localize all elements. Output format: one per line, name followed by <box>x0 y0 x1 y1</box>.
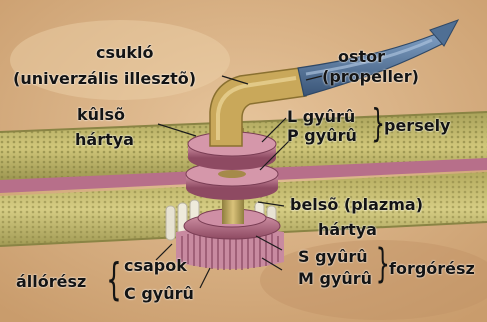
label-c-ring: C gyûrû <box>124 285 194 303</box>
label-rotor: forgórész <box>389 260 475 278</box>
label-joint: csukló <box>96 44 154 62</box>
stud <box>166 206 175 240</box>
label-flagellum: ostor <box>338 48 385 66</box>
label-joint-sub: (univerzális illesztõ) <box>13 70 196 88</box>
brace-bushing: } <box>371 104 384 142</box>
label-outer-membrane-1: kûlsõ <box>77 106 125 124</box>
label-outer-membrane-2: hártya <box>75 131 134 149</box>
label-s-ring: S gyûrû <box>298 248 368 266</box>
label-l-ring: L gyûrû <box>287 108 355 126</box>
brace-stator: { <box>106 258 121 302</box>
label-flagellum-sub: (propeller) <box>322 68 419 86</box>
label-stator: állórész <box>16 273 86 291</box>
label-bushing: persely <box>384 117 450 135</box>
label-inner-membrane-2: hártya <box>318 221 377 239</box>
p-ring-hole <box>218 170 246 178</box>
label-m-ring: M gyûrû <box>298 270 372 288</box>
brace-rotor: } <box>376 244 390 284</box>
label-p-ring: P gyûrû <box>287 127 357 145</box>
label-studs: csapok <box>124 257 187 275</box>
label-inner-membrane-1: belsõ (plazma) <box>290 196 423 214</box>
